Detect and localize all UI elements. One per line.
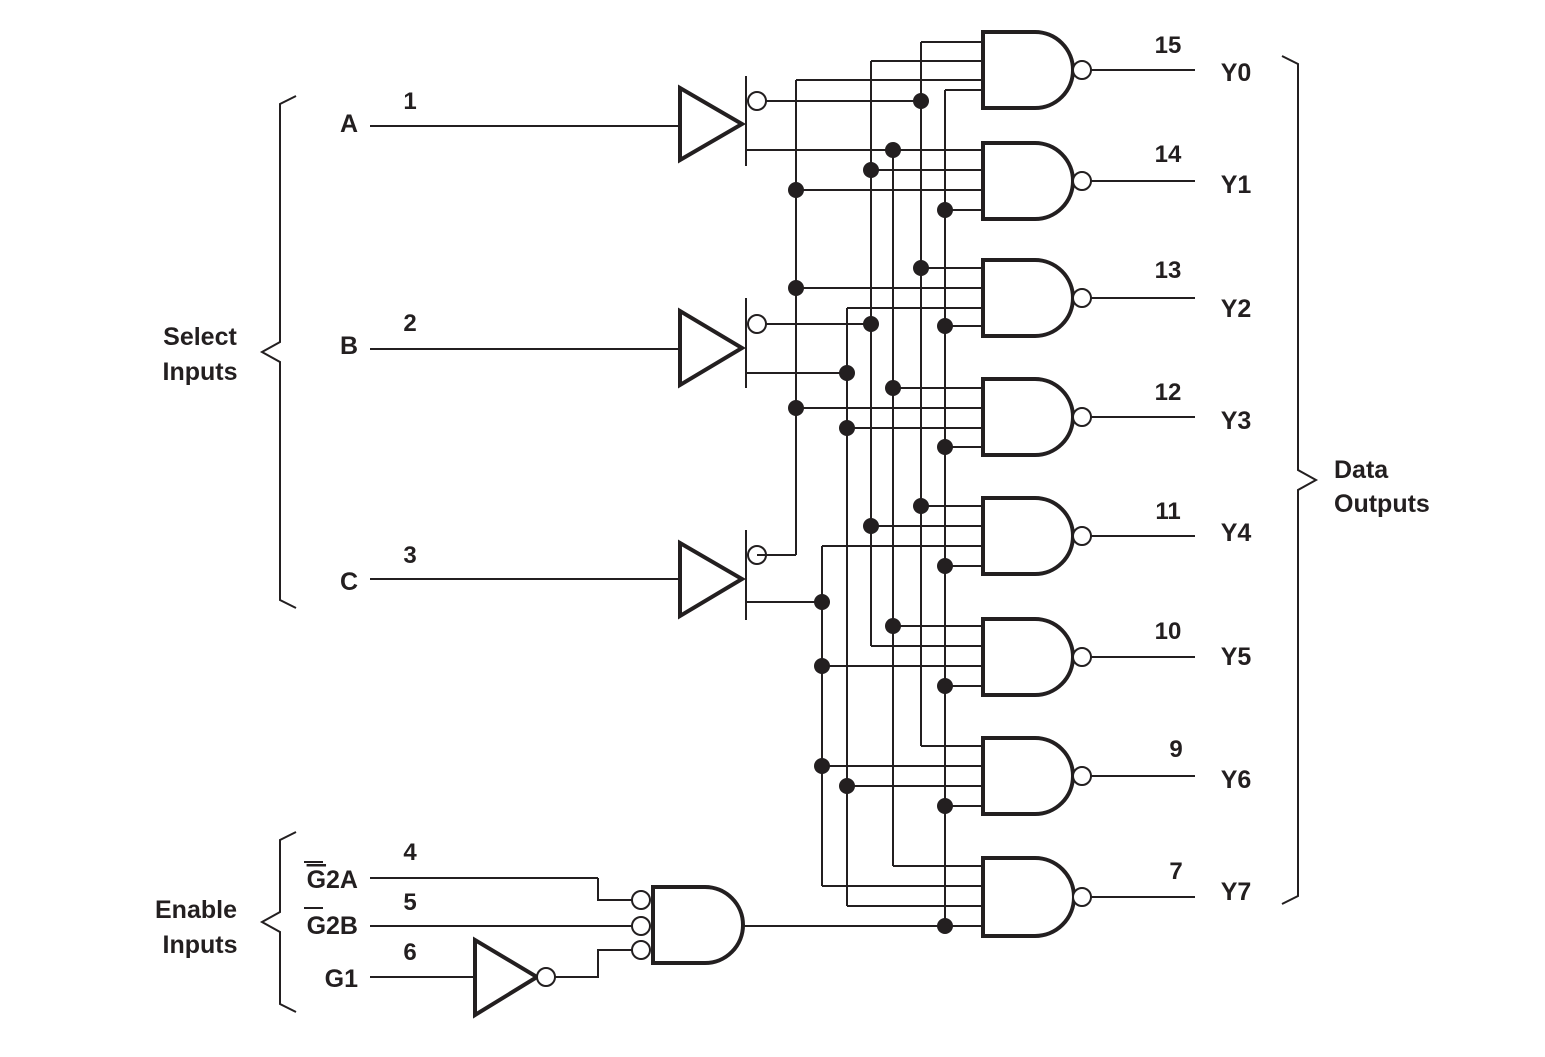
select-inputs-label: Select Inputs xyxy=(163,323,238,386)
nand-gate-y7 xyxy=(981,856,1076,938)
output-nand-gates xyxy=(981,30,1195,938)
pin-number-y0: 15 xyxy=(1155,32,1182,59)
pin-number-g1: 6 xyxy=(403,939,416,966)
output-label-y1: Y1 xyxy=(1221,171,1252,199)
input-label-c: C xyxy=(340,568,358,596)
pin-number-g2a: 4 xyxy=(403,839,417,866)
pin-number-b: 2 xyxy=(403,310,416,337)
nand-gate-y6 xyxy=(981,736,1075,816)
wire-g1-route xyxy=(555,949,632,978)
buffer-a-inv-bubble xyxy=(747,91,767,111)
output-label-y7: Y7 xyxy=(1221,878,1252,906)
pin-number-y5: 10 xyxy=(1155,618,1182,645)
output-label-y6: Y6 xyxy=(1221,766,1252,794)
enable-inputs-label: Enable Inputs xyxy=(155,896,237,959)
nand-gate-y6-bubble xyxy=(1072,766,1092,786)
nand-gate-y3 xyxy=(981,377,1075,457)
input-label-g2b: G2B xyxy=(307,912,358,940)
pin-number-y2: 13 xyxy=(1155,257,1182,284)
output-label-y3: Y3 xyxy=(1221,407,1252,435)
output-label-y2: Y2 xyxy=(1221,295,1252,323)
pin-number-y4: 11 xyxy=(1155,498,1180,525)
buffer-a xyxy=(678,84,746,164)
nand-gate-y7-bubble xyxy=(1072,887,1092,907)
nand-gate-y4-bubble xyxy=(1072,526,1092,546)
nand-gate-y1-bubble xyxy=(1072,171,1092,191)
input-label-g1: G1 xyxy=(325,965,358,993)
junction-dots xyxy=(788,93,953,934)
nand-gate-y5-bubble xyxy=(1072,647,1092,667)
enable-gate-bubble-g1 xyxy=(631,940,651,960)
output-label-y5: Y5 xyxy=(1221,643,1252,671)
nand-gate-y1 xyxy=(981,141,1075,221)
enable-gate-bubble-g2b xyxy=(631,916,651,936)
buffer-b-inv-bubble xyxy=(747,314,767,334)
enable-and-gate xyxy=(651,885,745,965)
nand-gate-y2-bubble xyxy=(1072,288,1092,308)
nand-gate-y2 xyxy=(981,258,1075,338)
nand-gate-y3-bubble xyxy=(1072,407,1092,427)
input-label-g2a: G2A xyxy=(307,866,358,894)
buffer-b xyxy=(678,307,746,389)
select-inputs-label-line2: Inputs xyxy=(163,358,238,386)
data-outputs-brace xyxy=(1281,55,1319,905)
inverter-g1-bubble xyxy=(536,967,556,987)
nand-gate-y0 xyxy=(981,30,1075,110)
enable-inputs-brace xyxy=(259,831,297,1013)
pin-number-y7: 7 xyxy=(1169,858,1182,885)
input-label-b: B xyxy=(340,332,358,360)
select-inputs-label-line1: Select xyxy=(163,323,237,351)
input-label-a: A xyxy=(340,110,358,138)
enable-inputs-label-line2: Inputs xyxy=(163,931,238,959)
enable-gate-bubble-g2a xyxy=(631,890,651,910)
pin-number-y1: 14 xyxy=(1155,141,1182,168)
pin-number-y3: 12 xyxy=(1155,379,1182,406)
output-label-y0: Y0 xyxy=(1221,59,1252,87)
gate-input-wires xyxy=(796,41,983,927)
nand-gate-y0-bubble xyxy=(1072,60,1092,80)
pin-number-y6: 9 xyxy=(1169,736,1182,763)
pin-number-g2b: 5 xyxy=(403,889,416,916)
data-outputs-label: Data Outputs xyxy=(1334,456,1430,518)
pin-number-c: 3 xyxy=(403,542,416,569)
buffer-c xyxy=(678,539,746,620)
select-inputs-brace xyxy=(259,95,297,609)
inverter-g1 xyxy=(473,936,541,1019)
pin-number-a: 1 xyxy=(403,88,416,115)
nand-gate-y5 xyxy=(981,617,1075,697)
data-outputs-label-line1: Data xyxy=(1334,456,1389,484)
wire-g2a-route xyxy=(597,878,632,901)
data-outputs-label-line2: Outputs xyxy=(1334,490,1430,518)
enable-inputs-label-line1: Enable xyxy=(155,896,237,924)
nand-gate-y4 xyxy=(981,496,1075,576)
output-label-y4: Y4 xyxy=(1221,519,1252,547)
